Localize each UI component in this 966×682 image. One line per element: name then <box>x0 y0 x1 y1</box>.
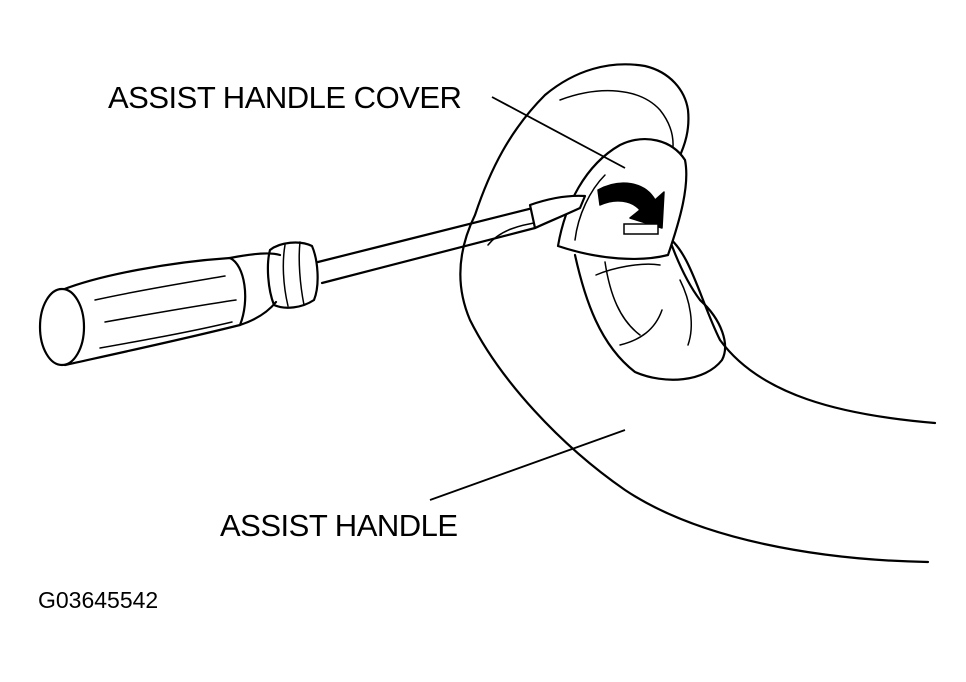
figure-id: G03645542 <box>38 587 159 613</box>
handle-leader-line <box>429 429 626 501</box>
removal-arrow-icon <box>597 182 665 229</box>
assist-handle-cover-label: ASSIST HANDLE COVER <box>108 80 462 115</box>
cover-leader-line <box>491 96 626 169</box>
screwdriver-drawing <box>38 194 587 367</box>
cover-drawing <box>556 138 688 261</box>
assist-handle-label: ASSIST HANDLE <box>220 508 458 543</box>
assist-handle-drawing <box>459 63 937 564</box>
